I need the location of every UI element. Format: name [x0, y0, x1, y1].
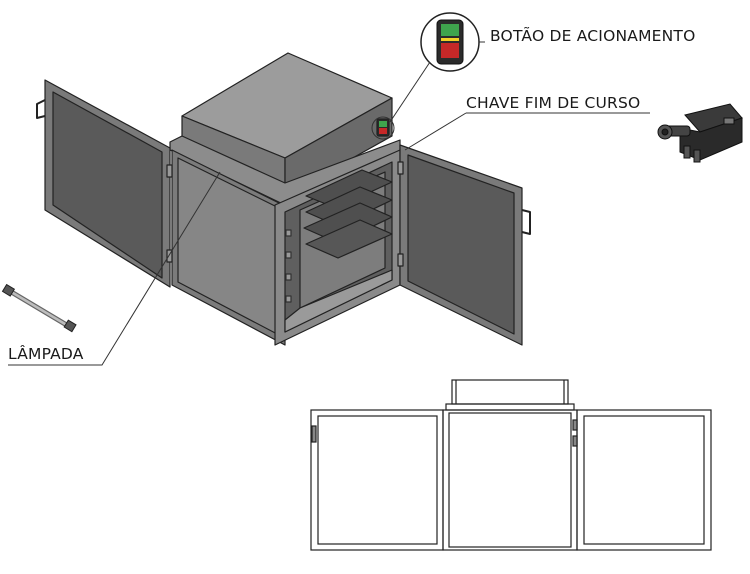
left-door: [36, 79, 173, 288]
chave-label: CHAVE FIM DE CURSO: [466, 94, 641, 112]
right-door: [397, 144, 531, 346]
limit-switch-part: [657, 103, 743, 163]
lamp-tube: [1, 283, 77, 333]
cabinet-shelves: [285, 169, 393, 303]
botao-label: BOTÃO DE ACIONAMENTO: [490, 27, 696, 45]
chave-callout: [404, 112, 650, 151]
cabinet-left-side: [171, 149, 286, 346]
cabinet-isometric: [36, 52, 531, 346]
top-housing: [181, 52, 393, 197]
switch-small: [371, 116, 395, 140]
lampada-label: LÂMPADA: [8, 345, 84, 363]
botao-callout: [389, 12, 485, 123]
front-view: [310, 379, 712, 551]
lampada-callout: [8, 171, 221, 366]
